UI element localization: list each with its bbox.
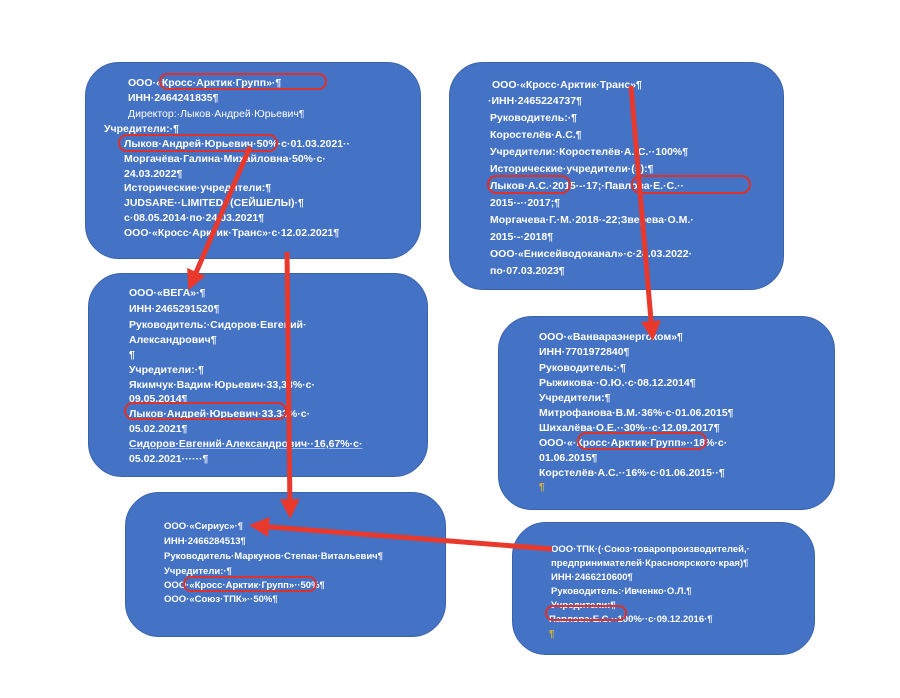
highlight-kross-arktik-grupp-sirius <box>183 576 317 592</box>
company-inn: ИНН·2465291520¶ <box>129 303 220 315</box>
company-inn: ИНН·2466284513¶ <box>164 536 246 547</box>
founder-line: ООО·«Кросс·Арктик·Групп»··50%¶ <box>164 580 325 591</box>
highlight-pavlova-es-tpk <box>545 605 627 621</box>
founder-line: Лыков·Андрей·Юрьевич·50%·с·01.03.2021·· <box>124 138 351 150</box>
company-card-sirius: ООО·«Сириус»·¶ ИНН·2466284513¶ Руководит… <box>125 492 446 637</box>
manager-line: Александрович¶ <box>129 334 217 346</box>
founder-line: Лыков·Андрей·Юрьевич·33.33%·с· <box>129 408 311 420</box>
company-inn: ИНН·2464241835¶ <box>128 92 219 104</box>
founders-heading: Учредители:·¶ <box>129 364 204 376</box>
founder-line: 24.03.2022¶ <box>124 168 183 180</box>
manager-heading: Руководитель:·¶ <box>490 112 578 124</box>
founders-line: Учредители:·Коростелёв·А.·С.··100%¶ <box>490 146 689 158</box>
highlight-lykov-andrey-vega <box>124 402 287 420</box>
founder-line: Якимчук·Вадим·Юрьевич·33,33%·с· <box>129 379 316 391</box>
highlight-kross-arktik-grupp <box>159 73 327 90</box>
company-inn: ИНН·2466210600¶ <box>551 572 633 583</box>
company-name: ООО·«ВЕГА»·¶ <box>129 287 206 299</box>
manager-name: Коростелёв·А.С.¶ <box>490 129 582 141</box>
company-card-vega: ООО·«ВЕГА»·¶ ИНН·2465291520¶ Руководител… <box>88 273 428 477</box>
founder-line: Корстелёв·А.С.··16%·с·01.06.2015··¶ <box>539 467 725 479</box>
founder-line: Моргачёва·Галина·Михайловна·50%·с· <box>124 153 326 165</box>
history-line: 2015·-·2018¶ <box>490 231 554 243</box>
highlight-pavlova-es <box>631 175 751 194</box>
founder-line: Митрофанова·В.М.·36%·с·01.06.2015¶ <box>539 407 734 419</box>
company-name: ООО·ТПК·(·Союз·товаропроизводителей,· <box>551 544 750 555</box>
manager-line: Руководитель:·Ивченко·О.Л.¶ <box>551 586 692 597</box>
pilcrow-mark: ¶ <box>539 482 545 493</box>
company-inn: ИНН·7701972840¶ <box>539 346 630 358</box>
history-line: по·07.03.2023¶ <box>490 265 565 277</box>
company-inn: ·ИНН·2465224737¶ <box>488 95 582 107</box>
pilcrow-mark: ¶ <box>549 629 555 640</box>
founders-heading: Учредители:·¶ <box>164 566 232 577</box>
director: Директор:·Лыков·Андрей·Юрьевич¶ <box>128 108 305 120</box>
founder-line: 01.06.2015¶ <box>539 452 598 464</box>
history-line: с·08.05.2014·по·24.03.2021¶ <box>124 212 265 224</box>
history-line: JUDSARE··LIMITED··(СЕЙШЕЛЫ)·¶ <box>124 197 304 209</box>
history-line: Моргачева·Г.·М.·2018·-22;Зверева·О.М.· <box>490 214 694 226</box>
highlight-lykov-as <box>487 175 571 194</box>
manager-heading: Руководитель:·¶ <box>539 362 627 374</box>
founder-line: 05.02.2021······¶ <box>129 453 209 465</box>
history-line: ООО·«Енисейводоканал»·с·24.03.2022· <box>490 248 693 260</box>
manager-line: Рыжикова··О.Ю.·с·08.12.2014¶ <box>539 377 696 389</box>
founder-line: Павлова·Е.С.··100%··с·09.12.2016·¶ <box>549 614 713 625</box>
founder-line: Сидоров·Евгений·Александрович··16,67%·с· <box>129 438 363 450</box>
founder-line: Шихалёва·О.Е.··30%··с·12.09.2017¶ <box>539 422 720 434</box>
history-line: ООО·«Кросс·Арктик·Транс»·с·12.02.2021¶ <box>124 227 340 239</box>
company-name: ООО·«Сириус»·¶ <box>164 521 244 532</box>
history-heading: Исторические·учредители:¶ <box>124 182 272 194</box>
founder-line: 05.02.2021¶ <box>129 423 188 435</box>
founder-line: ООО·«Союз·ТПК»··50%¶ <box>164 594 278 605</box>
history-line: 2015·-··2017;¶ <box>490 197 561 209</box>
company-name: предпринимателей·Красноярского·края)¶ <box>551 558 749 569</box>
company-name: ООО·«Ванвараэнергоком»¶ <box>539 331 683 343</box>
company-card-kross-arktik-grupp: ООО·«Кросс·Арктик·Групп»·¶ ИНН·246424183… <box>85 62 421 259</box>
founders-heading: Учредители:¶ <box>539 392 611 404</box>
blank-line: ¶ <box>129 349 135 361</box>
founders-heading: Учредители:·¶ <box>104 123 179 135</box>
company-name: ООО·«Кросс·Арктик·Транс»¶ <box>492 79 642 91</box>
company-card-soyuz-tpk: ООО·ТПК·(·Союз·товаропроизводителей,· пр… <box>512 522 815 655</box>
company-card-vanvaraenergokom: ООО·«Ванвараэнергоком»¶ ИНН·7701972840¶ … <box>498 316 835 510</box>
manager-line: Руководитель·Маркунов·Степан·Витальевич¶ <box>164 551 383 562</box>
highlight-kross-arktik-grupp-vanvara <box>577 432 707 450</box>
manager-line: Руководитель:·Сидоров·Евгений· <box>129 319 307 331</box>
highlight-lykov-andrey <box>118 134 278 152</box>
history-heading: Исторические·учредители·(5):¶ <box>490 163 654 175</box>
